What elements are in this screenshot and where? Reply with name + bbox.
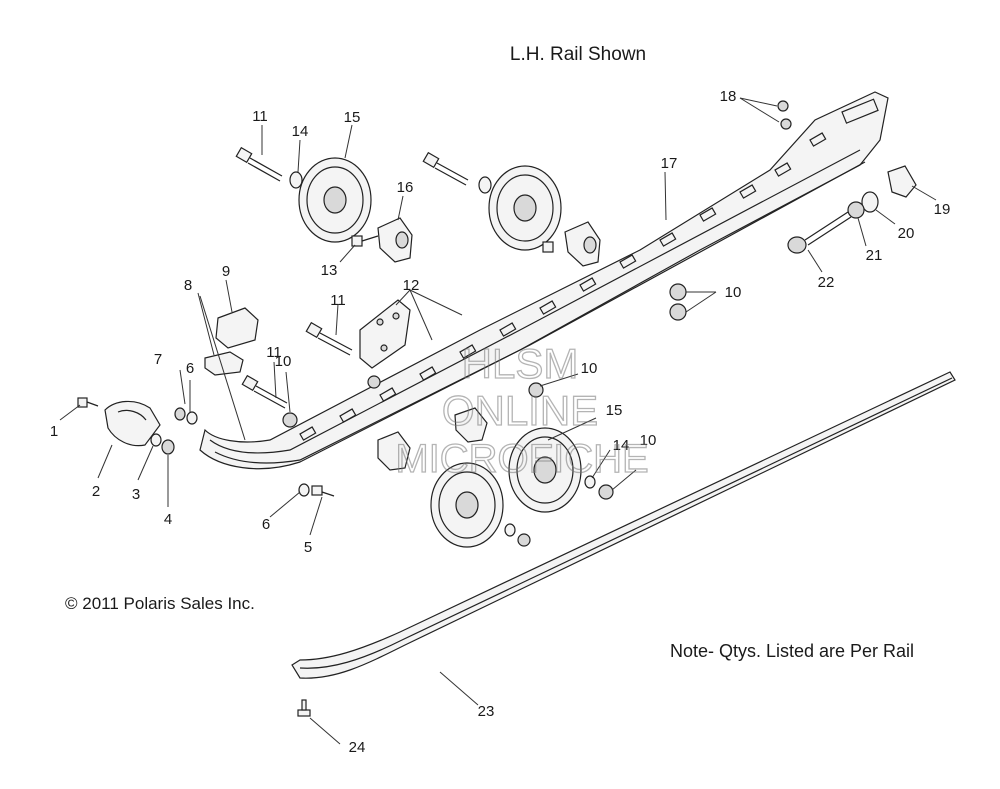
bolt-22 bbox=[787, 211, 852, 254]
nut-lower bbox=[517, 533, 531, 547]
shock-mount-right bbox=[564, 221, 601, 267]
callout-6-upper: 6 bbox=[186, 360, 194, 377]
nut-10-d bbox=[528, 382, 544, 398]
watermark-line-2: ONLINE bbox=[442, 387, 598, 434]
watermark-line-3: MICROFICHE bbox=[395, 437, 648, 481]
axle-bolt-upper-right bbox=[422, 151, 469, 186]
idler-wheel-upper-left bbox=[298, 157, 372, 243]
washer-6-lower bbox=[298, 483, 310, 497]
watermark-line-1: HLSM bbox=[462, 340, 579, 387]
callout-2: 2 bbox=[92, 483, 100, 500]
nut-10-e bbox=[598, 484, 614, 500]
bolt-13 bbox=[351, 235, 379, 247]
nut-21 bbox=[847, 201, 865, 219]
washer-14-lower bbox=[584, 475, 596, 489]
nut-7 bbox=[174, 407, 186, 421]
washer-upper-right bbox=[478, 176, 492, 194]
axle-bolt-lower bbox=[241, 374, 288, 409]
callout-9: 9 bbox=[222, 263, 230, 280]
diagram-title: L.H. Rail Shown bbox=[510, 44, 646, 65]
spacer-20 bbox=[861, 191, 879, 213]
stopper-block-9 bbox=[215, 307, 259, 349]
callout-3: 3 bbox=[132, 486, 140, 503]
cap-19 bbox=[887, 165, 917, 198]
callout-1: 1 bbox=[50, 423, 58, 440]
wear-strip bbox=[291, 371, 956, 679]
bolt-13-right bbox=[542, 241, 554, 253]
callout-10-middle: 10 bbox=[581, 360, 598, 377]
callout-18: 18 bbox=[720, 88, 737, 105]
washer-lower bbox=[504, 523, 516, 537]
slide-rail bbox=[199, 91, 889, 470]
idler-wheel-upper-right bbox=[488, 165, 562, 251]
nut-10-c bbox=[282, 412, 298, 428]
callout-6-lower: 6 bbox=[262, 516, 270, 533]
callout-11-upper: 11 bbox=[252, 108, 268, 125]
nut-10-a bbox=[669, 283, 687, 301]
callout-10-left: 10 bbox=[275, 353, 292, 370]
callout-11-middle: 11 bbox=[330, 292, 346, 309]
leader-lines bbox=[59, 97, 937, 745]
callout-12: 12 bbox=[403, 277, 420, 294]
callout-5: 5 bbox=[304, 539, 312, 556]
callout-14-lower: 14 bbox=[613, 437, 630, 454]
screw-1 bbox=[77, 397, 99, 408]
callout-21: 21 bbox=[866, 247, 883, 264]
nut-4 bbox=[161, 439, 175, 455]
callout-7: 7 bbox=[154, 351, 162, 368]
copyright-notice: © 2011 Polaris Sales Inc. bbox=[65, 594, 255, 613]
washer-6-upper bbox=[186, 411, 198, 425]
axle-bolt-middle bbox=[305, 321, 353, 356]
axle-bolt-upper-left bbox=[235, 146, 283, 182]
nut-18-a bbox=[777, 100, 789, 112]
callout-14-upper: 14 bbox=[292, 123, 309, 140]
callout-10-right: 10 bbox=[725, 284, 742, 301]
shock-mount-lower bbox=[377, 407, 488, 471]
nut-bracket bbox=[367, 375, 381, 389]
callout-15-upper: 15 bbox=[344, 109, 361, 126]
callout-20: 20 bbox=[898, 225, 915, 242]
callout-19: 19 bbox=[934, 201, 951, 218]
callout-23: 23 bbox=[478, 703, 495, 720]
callout-4: 4 bbox=[164, 511, 172, 528]
quantity-note: Note- Qtys. Listed are Per Rail bbox=[670, 641, 914, 661]
callout-22: 22 bbox=[818, 274, 835, 291]
callout-16: 16 bbox=[397, 179, 414, 196]
idler-wheel-lower-left bbox=[430, 462, 504, 548]
nut-10-b bbox=[669, 303, 687, 321]
callout-24: 24 bbox=[349, 739, 366, 756]
callout-17: 17 bbox=[661, 155, 678, 172]
bracket-plate bbox=[359, 299, 411, 369]
stopper-clip-8 bbox=[204, 351, 244, 376]
nut-18-b bbox=[780, 118, 792, 130]
callout-15-lower: 15 bbox=[606, 402, 623, 419]
watermark: HLSM ONLINE MICROFICHE bbox=[395, 339, 650, 481]
callout-8: 8 bbox=[184, 277, 192, 294]
idler-wheel-lower-right bbox=[508, 427, 582, 513]
callout-13: 13 bbox=[321, 262, 338, 279]
shock-mount-left bbox=[377, 217, 413, 263]
rivet-24 bbox=[297, 699, 311, 717]
callouts: 1 2 3 4 5 6 6 7 8 9 10 10 10 10 11 11 11… bbox=[50, 88, 951, 756]
callout-10-lower: 10 bbox=[640, 432, 657, 449]
washer-14-upper bbox=[289, 171, 303, 189]
callout-11-lower: 11 bbox=[266, 344, 282, 361]
bolt-5 bbox=[311, 485, 335, 497]
washer-3 bbox=[150, 433, 162, 447]
